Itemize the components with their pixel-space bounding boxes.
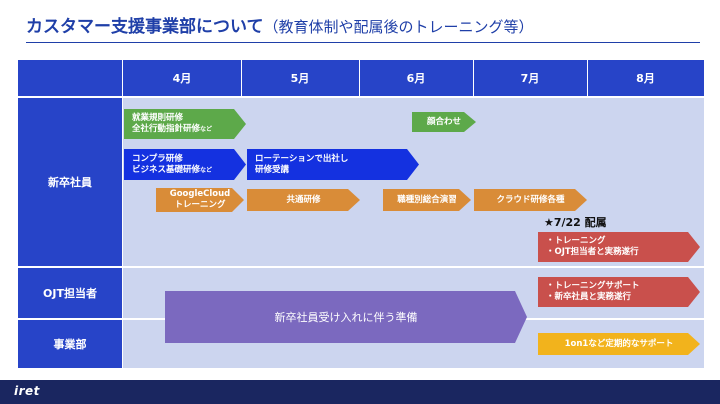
bar-cloud-label: クラウド研修各種 [496,194,565,205]
bar-rotation-training: ローテーションで出社し 研修受講 [247,149,419,180]
iret-logo: iret [14,384,40,398]
page-title-subtitle: （教育体制や配属後のトレーニング等） [263,18,534,36]
column-divider [473,60,474,96]
bar-common-label: 共通研修 [286,194,321,205]
assignment-milestone: ★7/22 配属 [544,216,607,229]
page-title: カスタマー支援事業部について（教育体制や配属後のトレーニング等） [26,12,534,37]
title-divider [26,42,700,43]
page-title-main: カスタマー支援事業部について [26,17,264,37]
bar-compliance-line1: コンプラ研修 [132,153,183,164]
bar-rules-training: 就業規則研修 全社行動指針研修など [124,109,246,139]
bar-rules-suffix: など [200,126,213,133]
bar-newtraining-line2: ・OJT担当者と実務遂行 [546,247,639,257]
footer-bar: iret [0,380,720,404]
bar-cloud-training: クラウド研修各種 [474,189,587,211]
bar-common-training: 共通研修 [247,189,360,211]
column-divider [241,60,242,96]
row-divider [18,266,704,268]
bar-ojt-support: ・トレーニングサポート ・新卒社員と実務遂行 [538,277,700,307]
bar-ojt-line2: ・新卒社員と実務遂行 [546,292,632,302]
bar-meeting: 顔合わせ [412,112,476,132]
column-divider [359,60,360,96]
month-header-apr: 4月 [123,60,241,96]
bar-job-exercise: 職種別総合演習 [383,189,471,211]
bar-periodic-support: 1on1など定期的なサポート [538,333,700,355]
bar-newtraining-line1: ・トレーニング [546,236,606,246]
row-header-division: 事業部 [18,320,122,368]
bar-periodic-label: 1on1など定期的なサポート [564,338,674,349]
header-corner-cell [18,60,123,96]
bar-rules-line1: 就業規則研修 [132,113,184,123]
bar-meeting-label: 顔合わせ [426,116,461,127]
bar-new-grad-training: ・トレーニング ・OJT担当者と実務遂行 [538,232,700,262]
column-divider [587,60,588,96]
bar-prep-label: 新卒社員受け入れに伴う準備 [274,310,418,324]
bar-googlecloud-training: GoogleCloud トレーニング [156,188,244,212]
row-header-new-grad: 新卒社員 [18,98,122,266]
bar-rotation-line1: ローテーションで出社し [255,153,349,164]
bar-compliance-line2: ビジネス基礎研修 [132,164,201,175]
column-divider [122,60,123,368]
bar-google-line1: GoogleCloud [169,189,231,199]
bar-compliance-training: コンプラ研修 ビジネス基礎研修など [124,149,246,180]
bar-rotation-line2: 研修受講 [255,164,290,175]
month-header-jul: 7月 [473,60,587,96]
bar-ojt-line1: ・トレーニングサポート [546,281,640,291]
bar-job-label: 職種別総合演習 [397,194,457,205]
bar-onboarding-prep: 新卒社員受け入れに伴う準備 [165,291,527,343]
row-header-ojt: OJT担当者 [18,268,122,318]
month-header-may: 5月 [241,60,359,96]
bar-rules-line2: 全社行動指針研修 [132,124,201,134]
bar-google-line2: トレーニング [174,200,226,210]
month-header-jun: 6月 [359,60,473,96]
month-header-aug: 8月 [587,60,704,96]
bar-compliance-suffix: など [200,166,213,174]
